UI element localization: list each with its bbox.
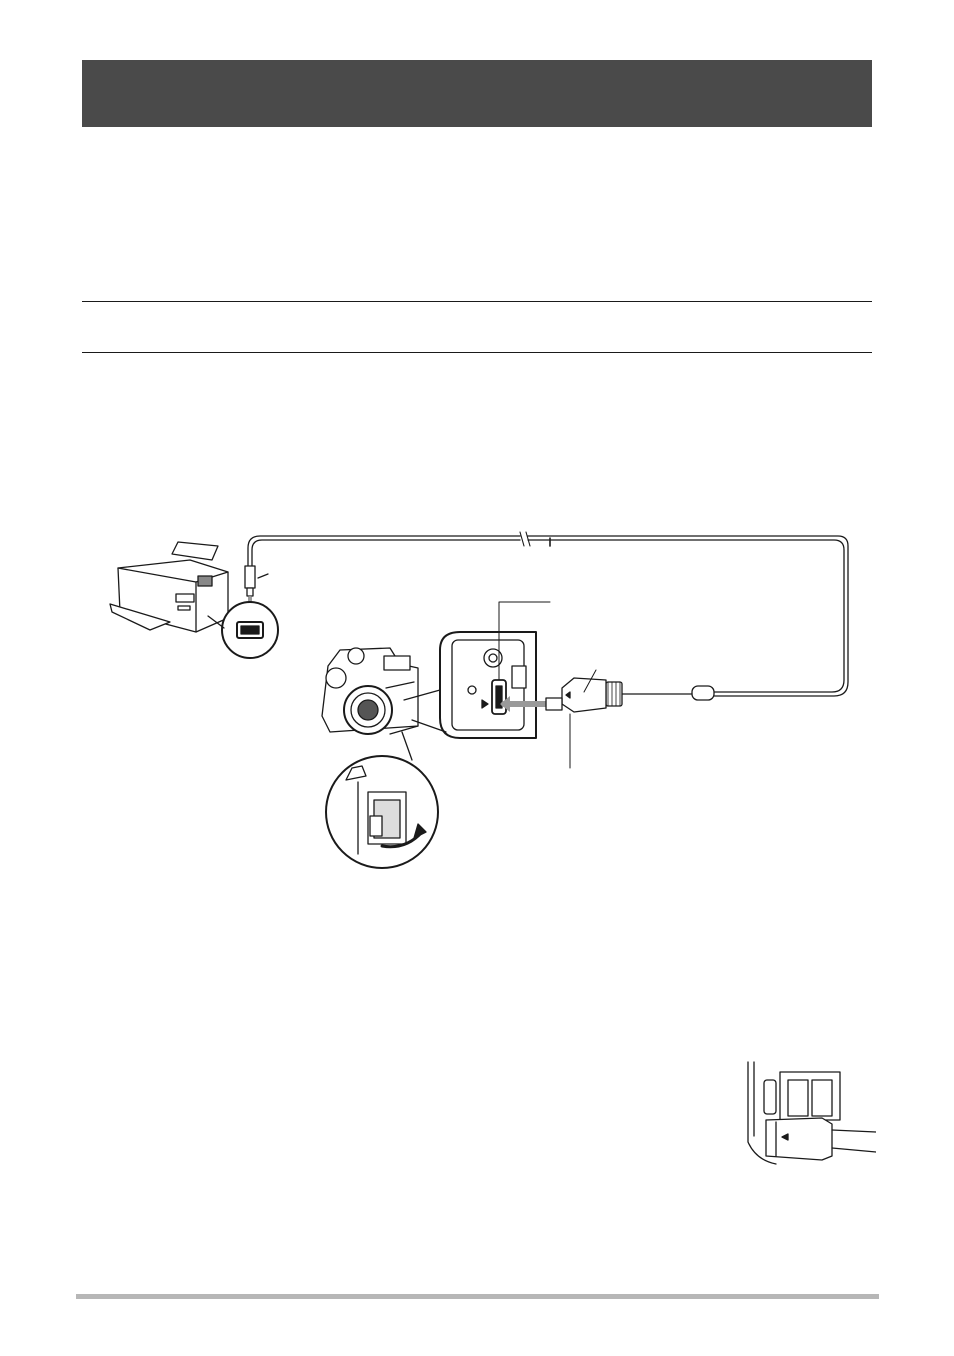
- divider-rule-bottom: [82, 352, 872, 353]
- printer-illustration: [109, 541, 279, 659]
- divider-rule-top: [82, 301, 872, 302]
- plug-orientation-inset: [736, 1060, 876, 1170]
- footer-bar: [76, 1294, 879, 1299]
- camera-illustration: [321, 647, 419, 735]
- port-cover-inset: [325, 731, 439, 869]
- connection-illustration: [100, 520, 860, 870]
- camera-port-closeup: [403, 601, 597, 769]
- usb-cable: [247, 531, 849, 713]
- section-title-band: [82, 60, 872, 127]
